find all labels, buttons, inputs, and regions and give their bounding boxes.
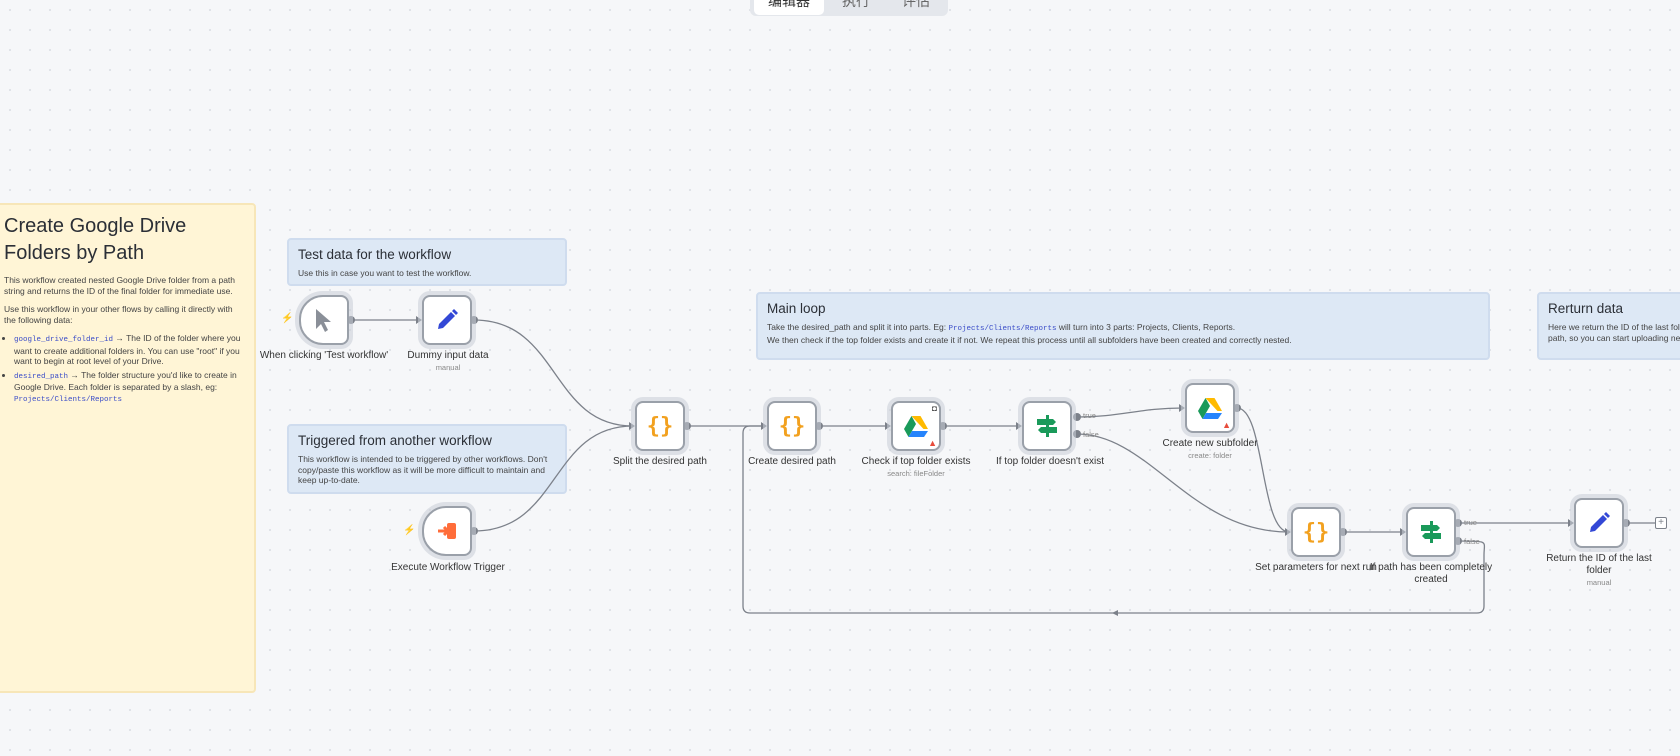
edge-label-false: false <box>1083 430 1099 439</box>
tab-editor[interactable]: 编辑器 <box>754 0 824 15</box>
node-execute-workflow-trigger[interactable] <box>422 506 472 556</box>
google-drive-icon <box>1198 397 1222 419</box>
node-set-parameters[interactable]: {} <box>1291 507 1341 557</box>
code-braces-icon: {} <box>1302 519 1330 545</box>
node-dummy-input[interactable] <box>422 295 472 345</box>
connection-arrows <box>416 316 1574 536</box>
node-sublabel: manual <box>435 363 461 372</box>
output-ports <box>347 316 1630 545</box>
connection-lines <box>351 319 1655 616</box>
signpost-icon <box>1037 415 1057 437</box>
sticky-title: Rerturn data <box>1548 301 1624 316</box>
sticky-note-test-data[interactable]: Test data for the workflow Use this in c… <box>287 238 567 286</box>
node-check-top-folder[interactable]: ▲ ◘ <box>891 401 941 451</box>
poll-icon: ◘ <box>932 404 937 413</box>
node-if-top-folder[interactable] <box>1022 401 1072 451</box>
sticky-text: This workflow is intended to be triggere… <box>298 454 548 485</box>
sticky-text: Here we return the ID of the last folder… <box>1548 322 1680 343</box>
warning-icon: ▲ <box>928 438 937 448</box>
trigger-bolt-icon: ⚡ <box>403 525 416 536</box>
node-label: Execute Workflow Trigger <box>391 562 505 573</box>
node-split-path[interactable]: {} <box>635 401 685 451</box>
trigger-bolt-icon: ⚡ <box>281 313 294 324</box>
sticky-note-main-loop[interactable]: Main loop Take the desired_path and spli… <box>756 292 1490 360</box>
node-sublabel: create: folder <box>1188 451 1232 460</box>
node-label: Create desired path <box>748 456 836 467</box>
node-sublabel: search: fileFolder <box>887 469 945 478</box>
tab-executions[interactable]: 执行 <box>842 0 870 9</box>
node-create-subfolder[interactable]: ▲ <box>1185 383 1235 433</box>
sticky-note-triggered[interactable]: Triggered from another workflow This wor… <box>287 424 567 494</box>
sticky-description: This workflow created nested Google Driv… <box>4 275 236 296</box>
node-label: When clicking 'Test workflow' <box>259 350 389 361</box>
node-label: If top folder doesn't exist <box>995 456 1105 467</box>
node-label: Check if top folder exists <box>861 456 971 467</box>
node-create-desired-path[interactable]: {} <box>767 401 817 451</box>
param-list: google_drive_folder_id → The ID of the f… <box>4 333 244 405</box>
sticky-title: Triggered from another workflow <box>298 433 492 448</box>
node-label: Return the ID of the last folder <box>1546 553 1652 576</box>
node-return-id[interactable] <box>1574 498 1624 548</box>
code-braces-icon: {} <box>646 413 674 439</box>
code-braces-icon: {} <box>778 413 806 439</box>
param-item: google_drive_folder_id → The ID of the f… <box>14 333 244 367</box>
sticky-text: Take the desired_path and split it into … <box>767 322 1292 345</box>
google-drive-icon <box>904 415 928 437</box>
node-label: Create new subfolder <box>1162 438 1258 449</box>
param-item: desired_path → The folder structure you'… <box>14 370 244 406</box>
sticky-usage: Use this workflow in your other flows by… <box>4 304 233 325</box>
sticky-title: Test data for the workflow <box>298 247 452 262</box>
cursor-icon <box>316 309 331 332</box>
node-sublabel: manual <box>1586 578 1612 587</box>
node-label: If path has been completely created <box>1369 562 1493 585</box>
edge-label-false: false <box>1464 537 1480 546</box>
node-label: Split the desired path <box>613 456 707 467</box>
sticky-note-return-data[interactable]: Rerturn data Here we return the ID of th… <box>1537 292 1680 360</box>
pencil-icon <box>438 309 458 329</box>
node-label: Set parameters for next run <box>1255 562 1377 573</box>
edge-label-true: true <box>1464 518 1477 527</box>
pencil-icon <box>1590 512 1610 532</box>
signpost-icon <box>1421 521 1441 543</box>
node-label: Dummy input data <box>407 350 489 361</box>
tab-evaluations[interactable]: 评估 <box>902 0 930 9</box>
view-tabs: 编辑器 执行 评估 <box>750 0 948 16</box>
edge-label-true: true <box>1083 411 1096 420</box>
node-manual-trigger[interactable] <box>299 295 349 345</box>
add-node-button[interactable]: + <box>1655 517 1667 529</box>
sticky-text: Use this in case you want to test the wo… <box>298 268 472 278</box>
warning-icon: ▲ <box>1222 420 1231 430</box>
node-if-path-created[interactable] <box>1406 507 1456 557</box>
sticky-title: Main loop <box>767 301 826 316</box>
sign-in-icon <box>438 523 456 539</box>
